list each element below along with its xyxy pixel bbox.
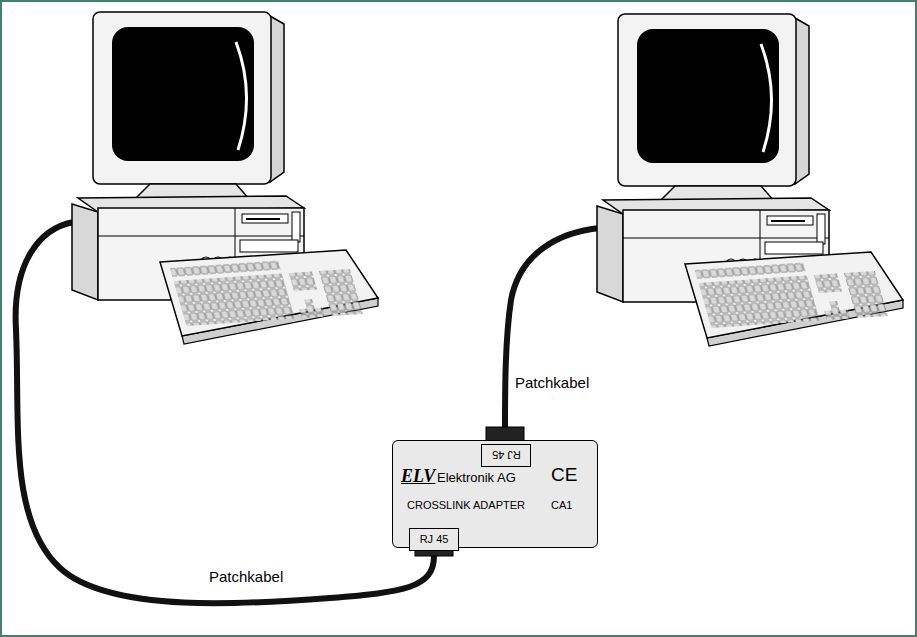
rj45-port: RJ 45 [409,528,459,551]
product-name: CROSSLINK ADAPTER [407,499,525,511]
model-number: CA1 [551,499,572,511]
maker-name: Elektronik AG [437,471,516,485]
cable-label: Patchkabel [512,374,592,392]
rj45-port: RJ 45 [481,444,531,467]
computer [72,12,378,344]
patch-cable [505,228,600,430]
port-label: RJ 45 [420,533,449,545]
computer [597,14,903,346]
port-label: RJ 45 [492,449,521,461]
ce-mark: CE [551,465,577,486]
adapter-housing: ELVElektronik AGCECROSSLINK ADAPTERCA1RJ… [392,440,598,548]
cable-label: Patchkabel [206,568,286,586]
brand-logo: ELV [401,467,435,487]
